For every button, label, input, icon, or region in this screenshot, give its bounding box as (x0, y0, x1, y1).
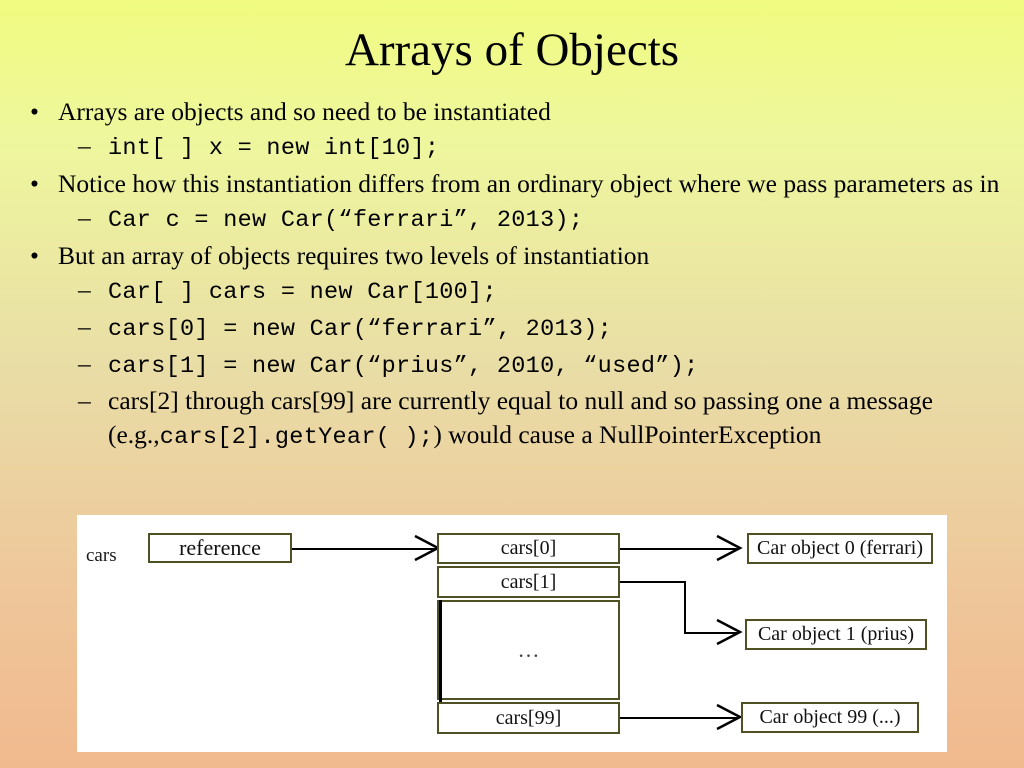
code-text-5: cars[1] = new Car(“prius”, 2010, “used”)… (108, 353, 699, 380)
dash-glyph: – (78, 275, 91, 304)
code-text-1: int[ ] x = new int[10]; (108, 135, 440, 162)
array-cell-0: cars[0] (437, 533, 620, 564)
connector-reference-to-array (292, 547, 440, 550)
last-bullet-code: cars[2].getYear( ); (159, 424, 434, 451)
connector-cell1-seg-h2 (683, 631, 738, 634)
connector-cell99-to-object99 (620, 716, 737, 719)
arrowhead-icon-object1 (716, 618, 743, 646)
last-bullet-part2: ) would cause a NullPointerException (433, 420, 822, 449)
array-cell-99: cars[99] (437, 702, 620, 734)
bullet-text-3: But an array of objects requires two lev… (58, 241, 650, 270)
connector-cell0-to-object0 (620, 547, 737, 550)
sub-bullet-item-2: – Car c = new Car(“ferrari”, 2013); (0, 201, 1024, 238)
car-object-box-0: Car object 0 (ferrari) (747, 533, 933, 564)
arrowhead-icon-object99 (716, 703, 743, 731)
dash-glyph: – (78, 386, 91, 415)
diagram-var-label: cars (86, 545, 117, 566)
bullet-text-2: Notice how this instantiation differs fr… (58, 169, 1000, 198)
car-object-box-1: Car object 1 (prius) (745, 619, 927, 650)
sub-bullet-item-1: – int[ ] x = new int[10]; (0, 129, 1024, 166)
bullet-item-2: • Notice how this instantiation differs … (0, 166, 1024, 201)
connector-array-spine (439, 600, 442, 702)
car-object-box-99: Car object 99 (...) (741, 702, 919, 733)
bullet-glyph: • (30, 241, 39, 270)
code-text-3: Car[ ] cars = new Car[100]; (108, 279, 497, 306)
dash-glyph: – (78, 312, 91, 341)
bullet-glyph: • (30, 169, 39, 198)
arrowhead-icon-object0 (716, 534, 743, 562)
sub-bullet-item-6: – cars[2] through cars[99] are currently… (0, 384, 1024, 455)
bullet-item-3: • But an array of objects requires two l… (0, 238, 1024, 273)
connector-cell1-seg-v (683, 580, 686, 634)
array-cell-ellipsis: … (437, 600, 620, 700)
connector-cell1-seg-h1 (620, 580, 686, 583)
code-text-2: Car c = new Car(“ferrari”, 2013); (108, 207, 584, 234)
dash-glyph: – (78, 203, 91, 232)
bullet-text-1: Arrays are objects and so need to be ins… (58, 97, 551, 126)
dash-glyph: – (78, 349, 91, 378)
code-text-4: cars[0] = new Car(“ferrari”, 2013); (108, 316, 613, 343)
sub-bullet-item-4: – cars[0] = new Car(“ferrari”, 2013); (0, 310, 1024, 347)
sub-bullet-item-5: – cars[1] = new Car(“prius”, 2010, “used… (0, 347, 1024, 384)
array-cell-1: cars[1] (437, 566, 620, 598)
reference-box: reference (148, 533, 292, 563)
dash-glyph: – (78, 131, 91, 160)
sub-bullet-item-3: – Car[ ] cars = new Car[100]; (0, 273, 1024, 310)
last-bullet-part1: cars[2] through cars[99] are currently e… (108, 386, 933, 449)
bullet-glyph: • (30, 97, 39, 126)
page-title: Arrays of Objects (344, 24, 680, 76)
bullet-item-1: • Arrays are objects and so need to be i… (0, 94, 1024, 129)
array-diagram-panel: cars reference cars[0] cars[1] … cars[99… (77, 515, 947, 752)
slide-body: • Arrays are objects and so need to be i… (0, 94, 1024, 455)
